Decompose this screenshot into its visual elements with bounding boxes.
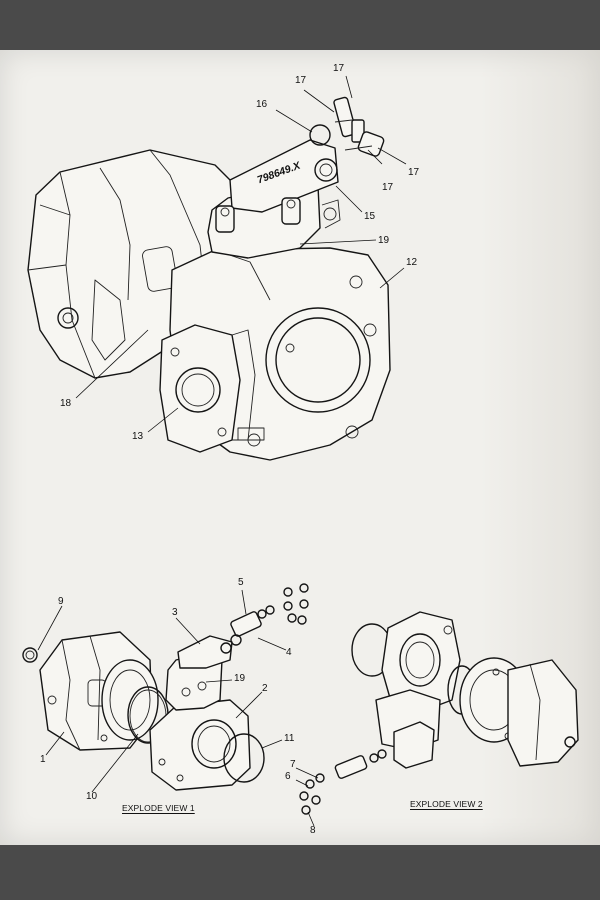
callout-16: 16 bbox=[256, 99, 268, 110]
callout-18: 18 bbox=[60, 398, 72, 409]
callout-17-far-right: 17 bbox=[408, 167, 420, 178]
callout-19-explode: 19 bbox=[234, 673, 246, 684]
explode-view-1-caption: EXPLODE VIEW 1 bbox=[122, 803, 195, 813]
callout-8: 8 bbox=[310, 825, 316, 836]
callout-17-mid-right: 17 bbox=[382, 182, 394, 193]
callout-12: 12 bbox=[406, 257, 418, 268]
callout-4: 4 bbox=[286, 647, 292, 658]
callout-9: 9 bbox=[58, 596, 64, 607]
callout-1: 1 bbox=[40, 754, 46, 765]
callout-13: 13 bbox=[132, 431, 144, 442]
callout-3: 3 bbox=[172, 607, 178, 618]
callout-2: 2 bbox=[262, 683, 268, 694]
callout-15: 15 bbox=[364, 211, 376, 222]
callout-17-top: 17 bbox=[333, 63, 345, 74]
callout-10: 10 bbox=[86, 791, 98, 802]
callout-5: 5 bbox=[238, 577, 244, 588]
callout-11: 11 bbox=[284, 733, 295, 744]
explode-view-2-caption: EXPLODE VIEW 2 bbox=[410, 799, 483, 809]
callout-19-main: 19 bbox=[378, 235, 390, 246]
callout-6: 6 bbox=[285, 771, 291, 782]
callout-17-top-left: 17 bbox=[295, 75, 307, 86]
callout-7: 7 bbox=[290, 759, 296, 770]
